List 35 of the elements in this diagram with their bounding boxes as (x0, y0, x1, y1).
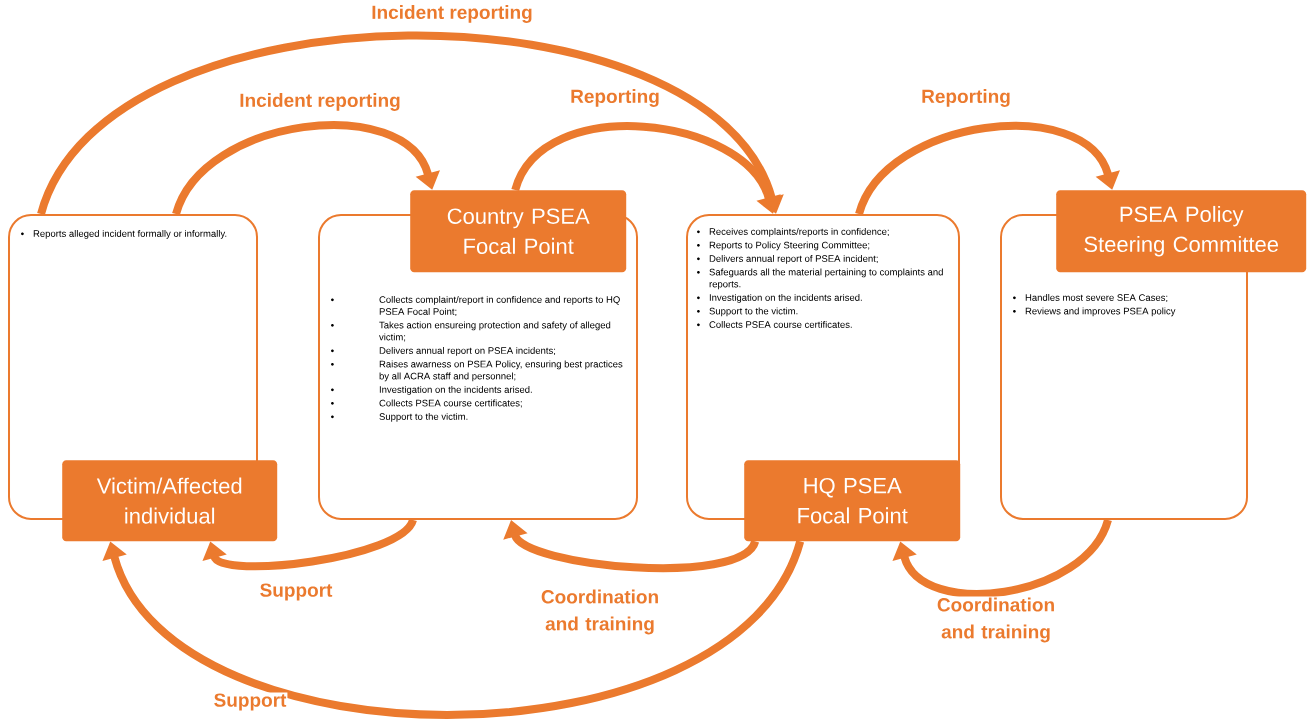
bullet-item: Investigation on the incidents arised. (697, 294, 862, 303)
bullet-item: Raises awarness on PSEA Policy, ensuring best practices by all ACRA staff and personnel; (331, 360, 623, 382)
curved-arrow (37, 31, 784, 216)
edge-label: Coordination and training (524, 588, 676, 636)
title-box: Country PSEA Focal Point (410, 190, 627, 273)
title-box: PSEA Policy Steering Committee (1056, 190, 1307, 273)
bullet-item: Delivers annual report on PSEA incidents; (331, 347, 555, 356)
bullet-item: Safeguards all the material pertaining to complaints and reports. (697, 268, 943, 290)
edge-label: Reporting (920, 88, 1012, 108)
edge-label: Coordination and training (920, 596, 1072, 644)
bullet-item: Reports to Policy Steering Committee; (697, 241, 870, 251)
edge-label: Reporting (569, 88, 661, 108)
bullet-item: Support to the victim. (697, 307, 798, 317)
curved-arrow (172, 121, 440, 216)
bullet-item: Receives complaints/reports in confidence; (697, 228, 889, 237)
curved-arrow (202, 517, 417, 571)
bullet-item: Delivers annual report of PSEA incident; (697, 255, 878, 264)
bullet-item: Takes action ensureing protection and safety of alleged victim; (331, 321, 611, 342)
bullet-item: Support to the victim. (331, 413, 468, 422)
curved-arrow (102, 539, 804, 719)
edge-label: Incident reporting (370, 4, 534, 24)
title-box: HQ PSEA Focal Point (744, 460, 961, 542)
edge-label: Support (212, 692, 288, 712)
bullet-item: Reviews and improves PSEA policy (1013, 307, 1176, 317)
bullet-item: Handles most severe SEA Cases; (1013, 294, 1168, 303)
edge-label: Support (258, 582, 334, 602)
curved-arrow (855, 121, 1120, 216)
bullet-item: Investigation on the incidents arised. (331, 386, 532, 395)
bullet-item: Collects PSEA course certificates. (697, 321, 852, 328)
bullet-item: Collects complaint/report in confidence and reports to HQ PSEA Focal Point; (331, 296, 620, 317)
bullet-item: Reports alleged incident formally or informally. (21, 230, 227, 239)
title-box: Victim/Affected individual (62, 460, 278, 542)
edge-label: Incident reporting (238, 92, 402, 112)
bullet-item: Collects PSEA course certificates; (331, 399, 522, 408)
curved-arrow (892, 518, 1112, 598)
